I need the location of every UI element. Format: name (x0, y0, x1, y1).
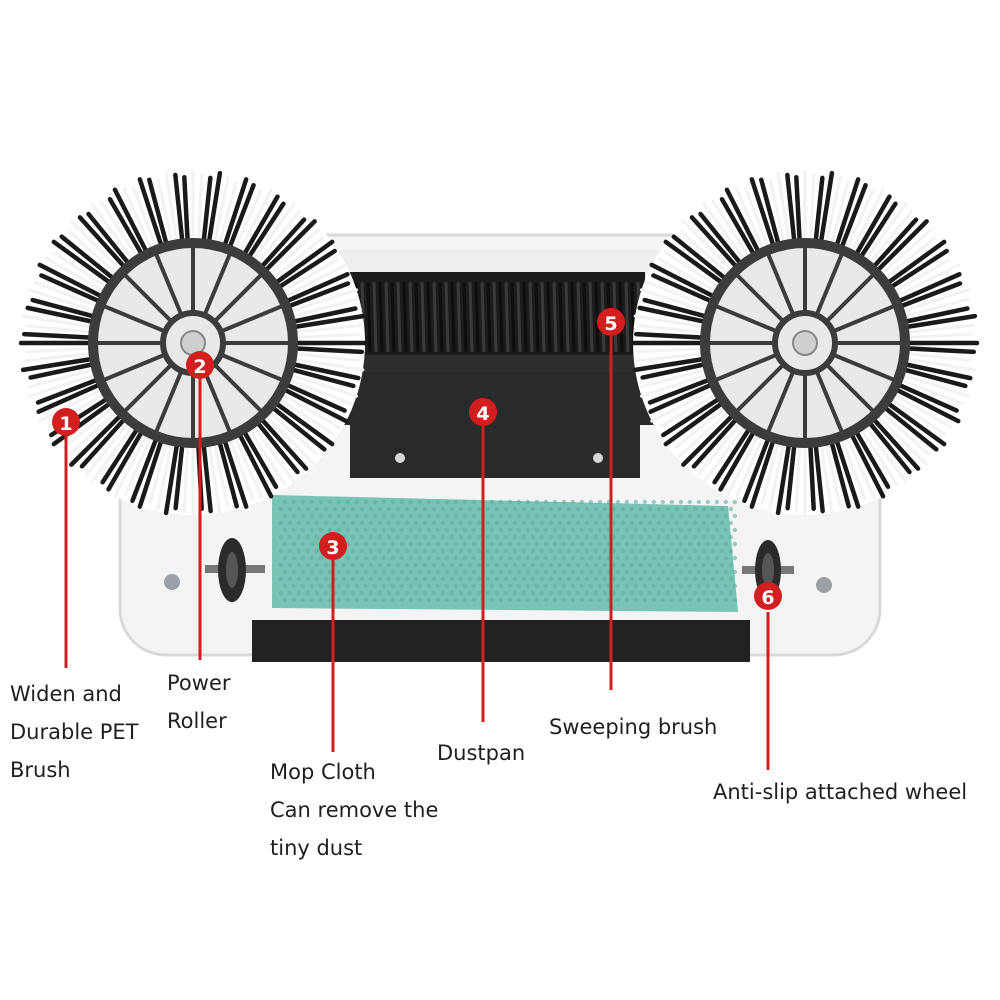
marker-4: 4 (469, 398, 497, 426)
label-power-roller-line-2: Roller (167, 709, 227, 733)
label-power-roller: Power Roller (167, 664, 231, 740)
marker-5: 5 (597, 308, 625, 336)
label-pet-brush-line-2: Durable PET (10, 720, 139, 744)
label-anti-slip-wheel: Anti-slip attached wheel (713, 773, 967, 811)
marker-1-number: 1 (59, 413, 72, 435)
label-mop-cloth: Mop Cloth Can remove the tiny dust (270, 753, 438, 867)
marker-6: 6 (754, 582, 782, 610)
marker-4-number: 4 (476, 403, 489, 425)
label-sweeping-brush: Sweeping brush (549, 708, 717, 746)
label-anti-slip-wheel-line-1: Anti-slip attached wheel (713, 780, 968, 804)
label-pet-brush-line-3: Brush (10, 758, 71, 782)
marker-3-number: 3 (326, 537, 339, 559)
label-mop-cloth-line-2: Can remove the (270, 798, 439, 822)
label-mop-cloth-line-1: Mop Cloth (270, 760, 376, 784)
marker-6-number: 6 (761, 587, 774, 609)
anti-slip-wheel-left (205, 538, 265, 602)
marker-3: 3 (319, 532, 347, 560)
label-dustpan-line-1: Dustpan (437, 741, 526, 765)
marker-2-number: 2 (193, 356, 206, 378)
label-mop-cloth-line-3: tiny dust (270, 836, 363, 860)
label-pet-brush: Widen and Durable PET Brush (10, 675, 139, 789)
side-brush-right (630, 169, 980, 517)
label-sweeping-brush-line-1: Sweeping brush (549, 715, 718, 739)
label-dustpan: Dustpan (437, 734, 525, 772)
side-brush-left (18, 169, 368, 517)
bottom-strip (252, 620, 750, 662)
dustpan-part (330, 372, 655, 478)
marker-2: 2 (186, 351, 214, 379)
marker-1: 1 (52, 408, 80, 436)
callout-lines (64, 336, 770, 770)
marker-5-number: 5 (604, 313, 617, 335)
label-power-roller-line-1: Power (167, 671, 231, 695)
mop-cloth-part (272, 495, 738, 612)
label-pet-brush-line-1: Widen and (10, 682, 122, 706)
